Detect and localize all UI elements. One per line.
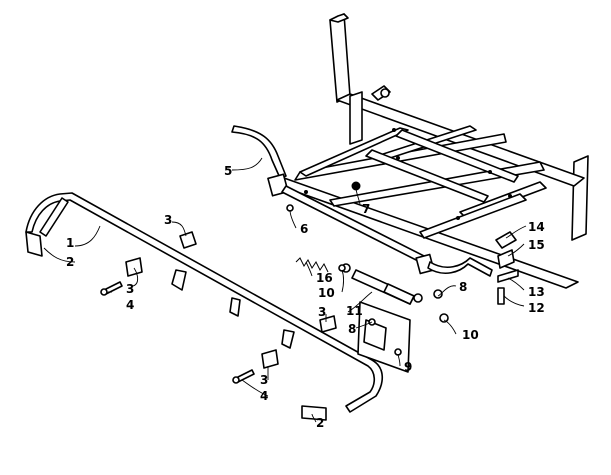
callout-6: 6 bbox=[300, 222, 308, 236]
callout-5: 5 bbox=[224, 164, 232, 178]
callout-9: 9 bbox=[404, 360, 412, 374]
callout-2-left: 2 bbox=[66, 255, 74, 269]
callout-3-top: 3 bbox=[164, 213, 172, 227]
callout-13: 13 bbox=[528, 285, 545, 299]
callout-4-bottom: 4 bbox=[260, 389, 268, 403]
gas-strut bbox=[341, 263, 423, 305]
callout-10-upper: 10 bbox=[318, 286, 335, 300]
callout-3-bottom: 3 bbox=[260, 373, 268, 387]
callout-15: 15 bbox=[528, 238, 545, 252]
callouts: 1 2 2 3 3 3 3 4 4 5 6 7 8 8 9 10 10 11 1… bbox=[66, 164, 545, 430]
callout-2-bottom: 2 bbox=[316, 416, 324, 430]
callout-1: 1 bbox=[66, 236, 74, 250]
callout-4-left: 4 bbox=[126, 298, 134, 312]
spring bbox=[295, 257, 329, 273]
callout-14: 14 bbox=[528, 220, 545, 234]
rear-bumper bbox=[25, 192, 384, 421]
handle-bar bbox=[231, 125, 493, 277]
clamps bbox=[100, 231, 337, 384]
callout-12: 12 bbox=[528, 301, 545, 315]
callout-3-middle: 3 bbox=[318, 305, 326, 319]
callout-8-upper: 8 bbox=[459, 280, 467, 294]
callout-7: 7 bbox=[362, 202, 370, 216]
hardware bbox=[286, 181, 519, 323]
callout-10-lower: 10 bbox=[462, 328, 479, 342]
callout-8-lower: 8 bbox=[348, 322, 356, 336]
callout-11: 11 bbox=[346, 304, 363, 318]
leader-lines bbox=[43, 157, 527, 423]
callout-3-left: 3 bbox=[126, 282, 134, 296]
callout-16: 16 bbox=[316, 271, 333, 285]
mount-plate bbox=[357, 301, 411, 373]
